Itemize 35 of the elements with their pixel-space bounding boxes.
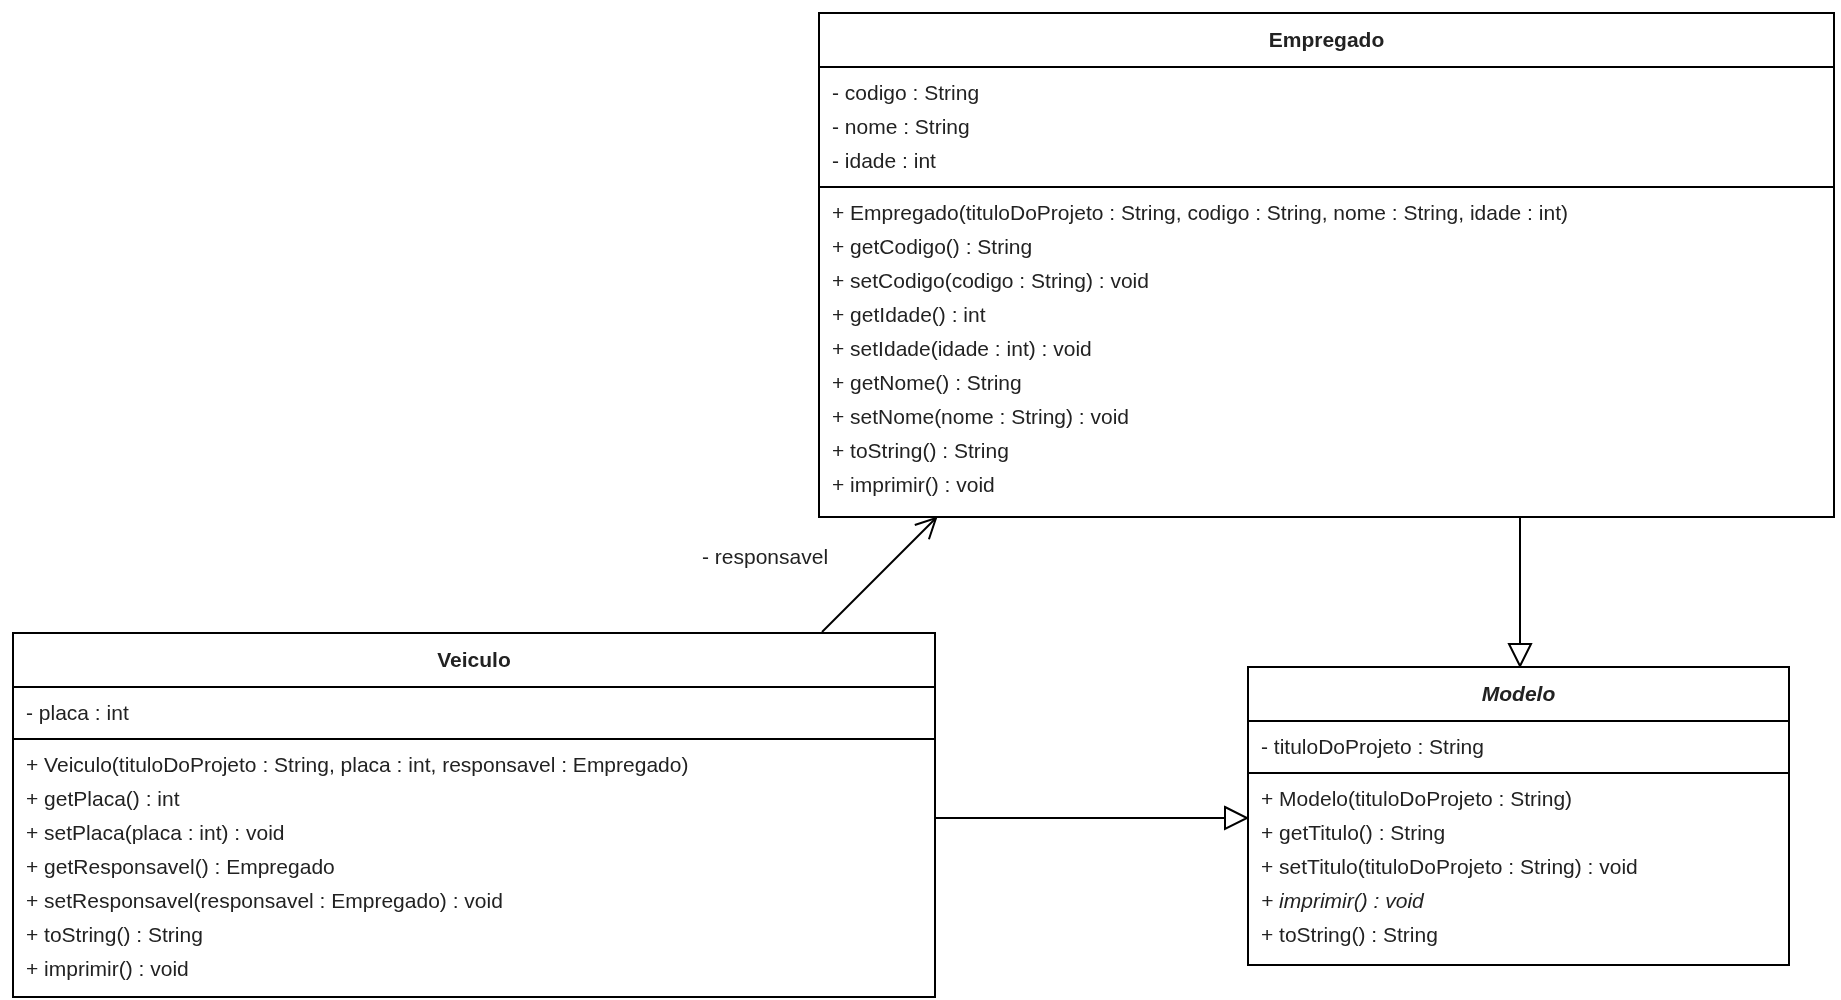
class-member: - nome : String — [832, 114, 971, 140]
inheritance-arrow — [1508, 517, 1532, 667]
class-member: - idade : int — [832, 148, 937, 174]
class-name: Veiculo — [437, 647, 511, 673]
inheritance-arrow — [935, 806, 1248, 830]
class-member: + Modelo(tituloDoProjeto : String) — [1261, 786, 1574, 812]
class-member: + setPlaca(placa : int) : void — [26, 820, 286, 846]
class-member: - placa : int — [26, 700, 130, 726]
class-member: + getTitulo() : String — [1261, 820, 1447, 846]
class-member: + setCodigo(codigo : String) : void — [832, 268, 1150, 294]
class-member: + setNome(nome : String) : void — [832, 404, 1131, 430]
class-member: + setIdade(idade : int) : void — [832, 336, 1093, 362]
class-member: + imprimir() : void — [26, 956, 190, 982]
class-member: + setTitulo(tituloDoProjeto : String) : void — [1261, 854, 1639, 880]
class-member: + setResponsavel(responsavel : Empregado) : void — [26, 888, 504, 914]
class-member: + Veiculo(tituloDoProjeto : String, placa : int, responsavel : Empregado) — [26, 752, 690, 778]
class-member: + toString() : String — [26, 922, 204, 948]
class-member: + getCodigo() : String — [832, 234, 1034, 260]
class-member: + getResponsavel() : Empregado — [26, 854, 336, 880]
class-member: - codigo : String — [832, 80, 981, 106]
class-member: + Empregado(tituloDoProjeto : String, codigo : String, nome : String, idade : int) — [832, 200, 1569, 226]
class-box — [818, 12, 1835, 518]
class-member: + getNome() : String — [832, 370, 1023, 396]
association-arrow — [821, 517, 937, 633]
class-member: + getIdade() : int — [832, 302, 987, 328]
class-member: + toString() : String — [1261, 922, 1439, 948]
class-box — [1247, 666, 1790, 966]
class-member: + toString() : String — [832, 438, 1010, 464]
class-member: + getPlaca() : int — [26, 786, 181, 812]
class-box — [12, 632, 936, 998]
class-name: Empregado — [1268, 27, 1385, 53]
class-member: + imprimir() : void — [1261, 888, 1425, 914]
class-member: + imprimir() : void — [832, 472, 996, 498]
class-member: - tituloDoProjeto : String — [1261, 734, 1485, 760]
class-name: Modelo — [1481, 681, 1556, 707]
